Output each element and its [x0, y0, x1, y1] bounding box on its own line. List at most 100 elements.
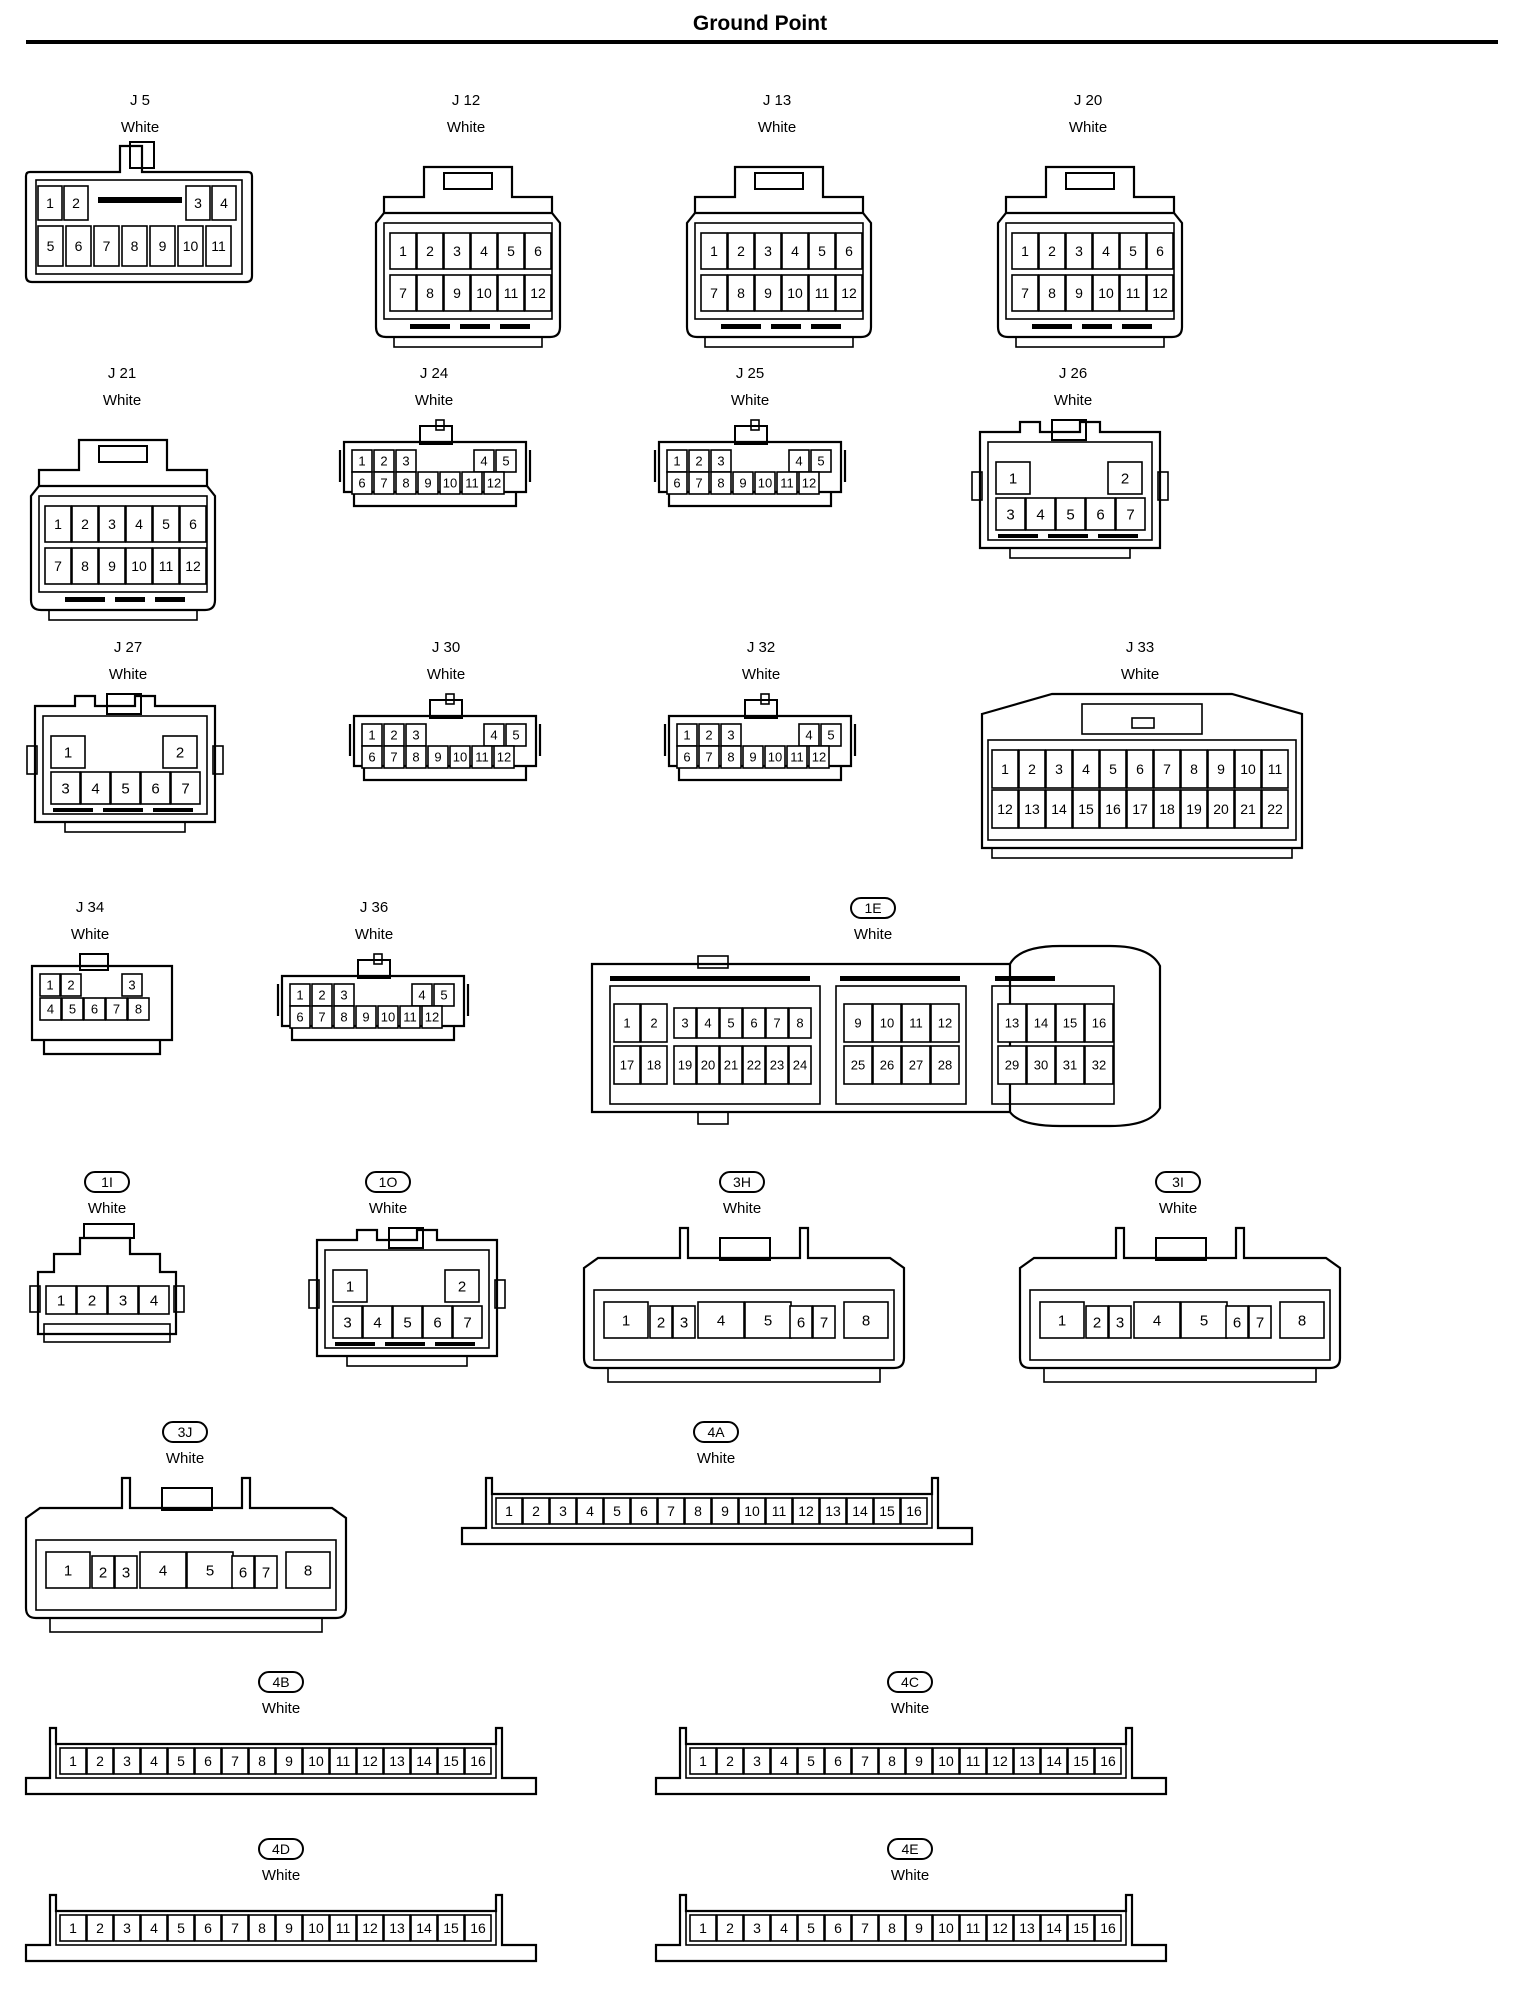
pin-number: 7	[1126, 506, 1134, 523]
terminal-cavity	[872, 1003, 902, 1043]
pin-number: 10	[443, 476, 457, 491]
housing-outline	[35, 1539, 337, 1611]
housing-outline	[43, 1323, 171, 1343]
connector-color: White	[723, 1200, 761, 1217]
pin-number: 12	[530, 285, 546, 301]
terminal-cavity	[275, 1747, 303, 1775]
terminal-cavity	[843, 1045, 873, 1085]
housing-outline	[1043, 1367, 1317, 1383]
housing-detail	[53, 808, 93, 812]
housing-outline	[106, 693, 142, 715]
connector-color: White	[427, 666, 465, 683]
terminal-cavity	[905, 1747, 933, 1775]
housing-outline	[24, 1476, 348, 1620]
pin-number: 12	[938, 1016, 952, 1031]
terminal-cavity	[351, 471, 373, 495]
terminal-cavity	[716, 1747, 744, 1775]
pin-number: 6	[797, 1314, 805, 1331]
pin-number: 7	[113, 1002, 120, 1017]
connector-tag	[693, 1421, 739, 1443]
terminal-cavity	[738, 1497, 766, 1525]
terminal-cavity	[808, 274, 836, 312]
terminal-cavity	[285, 1551, 331, 1589]
pin-number: 10	[476, 285, 492, 301]
terminal-cavity	[788, 1045, 812, 1085]
housing-outline	[697, 955, 729, 969]
pin-number: 1	[1009, 470, 1017, 487]
housing-outline	[980, 692, 1304, 850]
housing-detail	[155, 597, 185, 602]
pin-number: 5	[121, 780, 129, 797]
pin-number: 10	[1098, 285, 1114, 301]
pin-number: 3	[108, 516, 116, 532]
pin-number: 4	[480, 243, 488, 259]
connector-tag	[887, 1671, 933, 1693]
housing-outline	[212, 745, 224, 775]
housing-outline	[685, 211, 873, 339]
housing-detail	[1098, 534, 1138, 538]
terminal-cavity	[138, 1285, 170, 1315]
terminal-cavity	[524, 232, 552, 270]
terminal-cavity	[416, 232, 444, 270]
terminal-cavity	[851, 1747, 879, 1775]
terminal-cavity	[991, 749, 1019, 789]
pin-number: 1	[399, 243, 407, 259]
terminal-cavity	[1055, 497, 1086, 531]
terminal-cavity	[395, 471, 417, 495]
pin-number: 4	[780, 1753, 788, 1769]
pin-number: 11	[780, 476, 794, 491]
terminal-cavity	[86, 1914, 114, 1942]
terminal-cavity	[497, 274, 525, 312]
connector-color: White	[121, 119, 159, 136]
terminal-cavity	[50, 771, 81, 805]
pin-number: 9	[108, 558, 116, 574]
pin-number: 7	[262, 1564, 270, 1581]
pin-number: 8	[1048, 285, 1056, 301]
pin-number: 1	[64, 744, 72, 761]
terminal-cavity	[83, 997, 106, 1021]
terminal-cavity	[786, 745, 808, 769]
housing-detail	[460, 324, 490, 329]
housing-detail	[721, 324, 761, 329]
pin-number: 6	[433, 1314, 441, 1331]
terminal-cavity	[1072, 749, 1100, 789]
housing-detail	[771, 324, 801, 329]
terminal-cavity	[1094, 1914, 1122, 1942]
connector-id: 1I	[101, 1174, 113, 1190]
terminal-cavity	[765, 1497, 793, 1525]
pin-number: 5	[507, 243, 515, 259]
housing-outline	[35, 179, 243, 275]
connector-color: White	[109, 666, 147, 683]
terminal-cavity	[105, 997, 128, 1021]
housing-outline	[653, 450, 847, 482]
terminal-cavity	[1261, 789, 1289, 829]
connector-color: White	[415, 392, 453, 409]
terminal-cavity	[959, 1914, 987, 1942]
terminal-cavity	[389, 274, 417, 312]
pin-number: 4	[150, 1753, 158, 1769]
pin-number: 12	[185, 558, 201, 574]
pin-number: 3	[453, 243, 461, 259]
pin-number: 1	[1021, 243, 1029, 259]
pin-number: 6	[1156, 243, 1164, 259]
pin-number: 11	[966, 1920, 981, 1936]
terminal-cavity	[1055, 1045, 1085, 1085]
pin-number: 3	[123, 1753, 131, 1769]
pin-number: 16	[1105, 801, 1121, 817]
terminal-cavity	[167, 1914, 195, 1942]
terminal-cavity	[1279, 1301, 1325, 1339]
terminal-cavity	[437, 1747, 465, 1775]
housing-outline	[129, 141, 155, 169]
pin-number: 10	[131, 558, 147, 574]
terminal-cavity	[797, 1914, 825, 1942]
pin-number: 2	[96, 1753, 104, 1769]
terminal-cavity	[152, 547, 180, 585]
terminal-cavity	[742, 1045, 766, 1085]
